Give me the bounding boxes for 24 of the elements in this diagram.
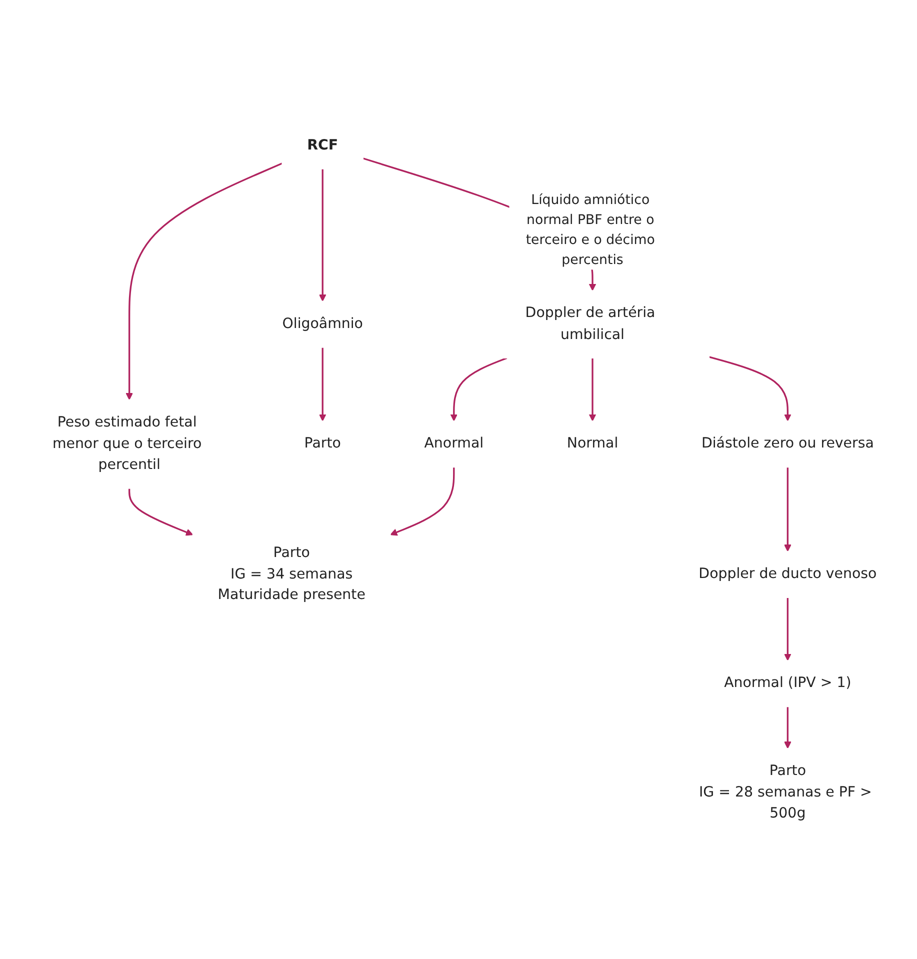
arrow (784, 466, 792, 552)
arrow (318, 168, 326, 302)
node-text: Parto IG = 28 semanas e PF > 500g (698, 762, 872, 822)
arrow (708, 356, 792, 421)
node-text: Normal (566, 434, 618, 452)
arrow (784, 706, 792, 748)
arrow (450, 356, 508, 421)
arrow (784, 597, 792, 660)
arrow (126, 162, 282, 400)
node-text: Oligoâmnio (282, 314, 363, 332)
node-text: Anormal (IPV > 1) (724, 674, 852, 691)
node-text: Parto (304, 434, 341, 452)
node-text: Peso estimado fetal menor que o terceiro percentil (52, 413, 202, 473)
node-text: Doppler de ducto venoso (698, 565, 877, 582)
arrow (318, 347, 326, 421)
arrow (588, 358, 596, 421)
node-text: Diástole zero ou reversa (701, 434, 874, 452)
flowchart: Líquido amniótico normal PBF entre o terceiro e o décimo percentis RCF Peso estimado fetal menor que o terceiro percentil Oligoâmnio Parto Parto IG = 34 semanas Maturidade presente Doppler de artéria umbilical Anormal Normal Diástole zero ou reversa Doppler de ducto venoso Anormal (IPV > 1) Parto IG = 28 semanas e PF > 500g (6, 116, 911, 844)
node-text: Parto IG = 34 semanas Maturidade presente (218, 544, 366, 604)
node-text: Doppler de artéria umbilical (525, 304, 656, 342)
node-text: RCF (307, 136, 338, 154)
node-text: Anormal (424, 434, 484, 452)
arrow (128, 488, 194, 536)
arrow (390, 466, 455, 536)
